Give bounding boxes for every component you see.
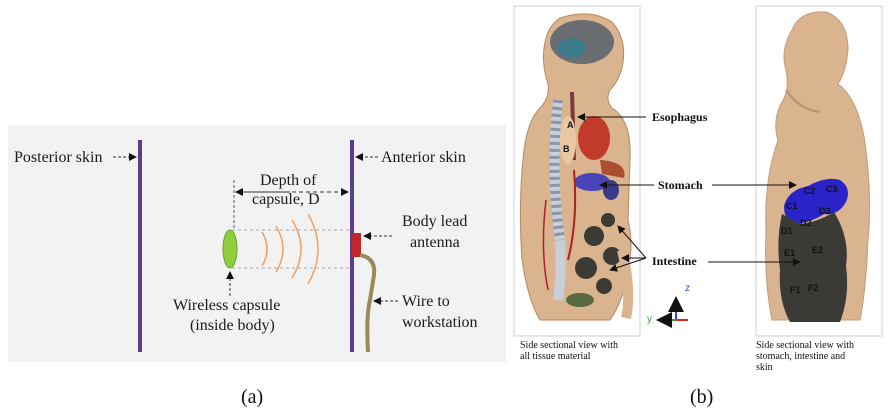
left-view-caption: Side sectional view with all tissue mate… [520,340,618,362]
signal-wave-1 [262,232,267,266]
svg-text:A: A [567,120,574,130]
capsule-label-line1: Wireless capsule [173,296,280,315]
caption-a: (a) [241,386,263,409]
depth-label-line1: Depth of [260,171,316,190]
body-lead-label-line2: antenna [410,233,460,252]
intestine-label: Intestine [652,254,697,269]
capsule-label-line2: (inside body) [190,316,275,335]
wire-label-line2: workstation [402,313,478,332]
caption-b: (b) [690,386,713,409]
svg-text:E2: E2 [812,245,823,255]
svg-text:C2: C2 [804,186,816,196]
posterior-skin-label: Posterior skin [14,148,102,167]
svg-text:D1: D1 [781,226,793,236]
signal-wave-2 [276,226,283,272]
svg-text:C1: C1 [786,201,798,211]
signal-wave-3 [292,220,301,278]
body-section-right: C2 C3 C1 D3 D2 D1 E1 E2 F1 F2 [756,6,882,336]
right-view-caption: Side sectional view with stomach, intest… [756,340,854,373]
stomach-label: Stomach [658,178,703,193]
svg-text:C3: C3 [826,184,838,194]
svg-text:F1: F1 [790,285,801,295]
svg-text:D3: D3 [819,206,831,216]
svg-text:B: B [563,144,570,154]
svg-text:F2: F2 [808,283,819,293]
wire-label-line1: Wire to [402,292,450,311]
svg-text:D2: D2 [800,218,812,228]
svg-text:E1: E1 [784,248,795,258]
body-lead-antenna [352,233,361,257]
esophagus-label: Esophagus [652,110,707,125]
anterior-skin-label: Anterior skin [381,148,466,167]
axis-y-label: y [647,314,652,325]
signal-wave-4 [308,214,318,284]
depth-label-line2: capsule, D [252,190,320,209]
axis-z-label: z [685,283,690,294]
body-lead-label-line1: Body lead [402,212,467,231]
wireless-capsule [223,230,237,268]
wire-to-workstation [360,255,374,352]
body-section-left: A B [514,6,640,336]
